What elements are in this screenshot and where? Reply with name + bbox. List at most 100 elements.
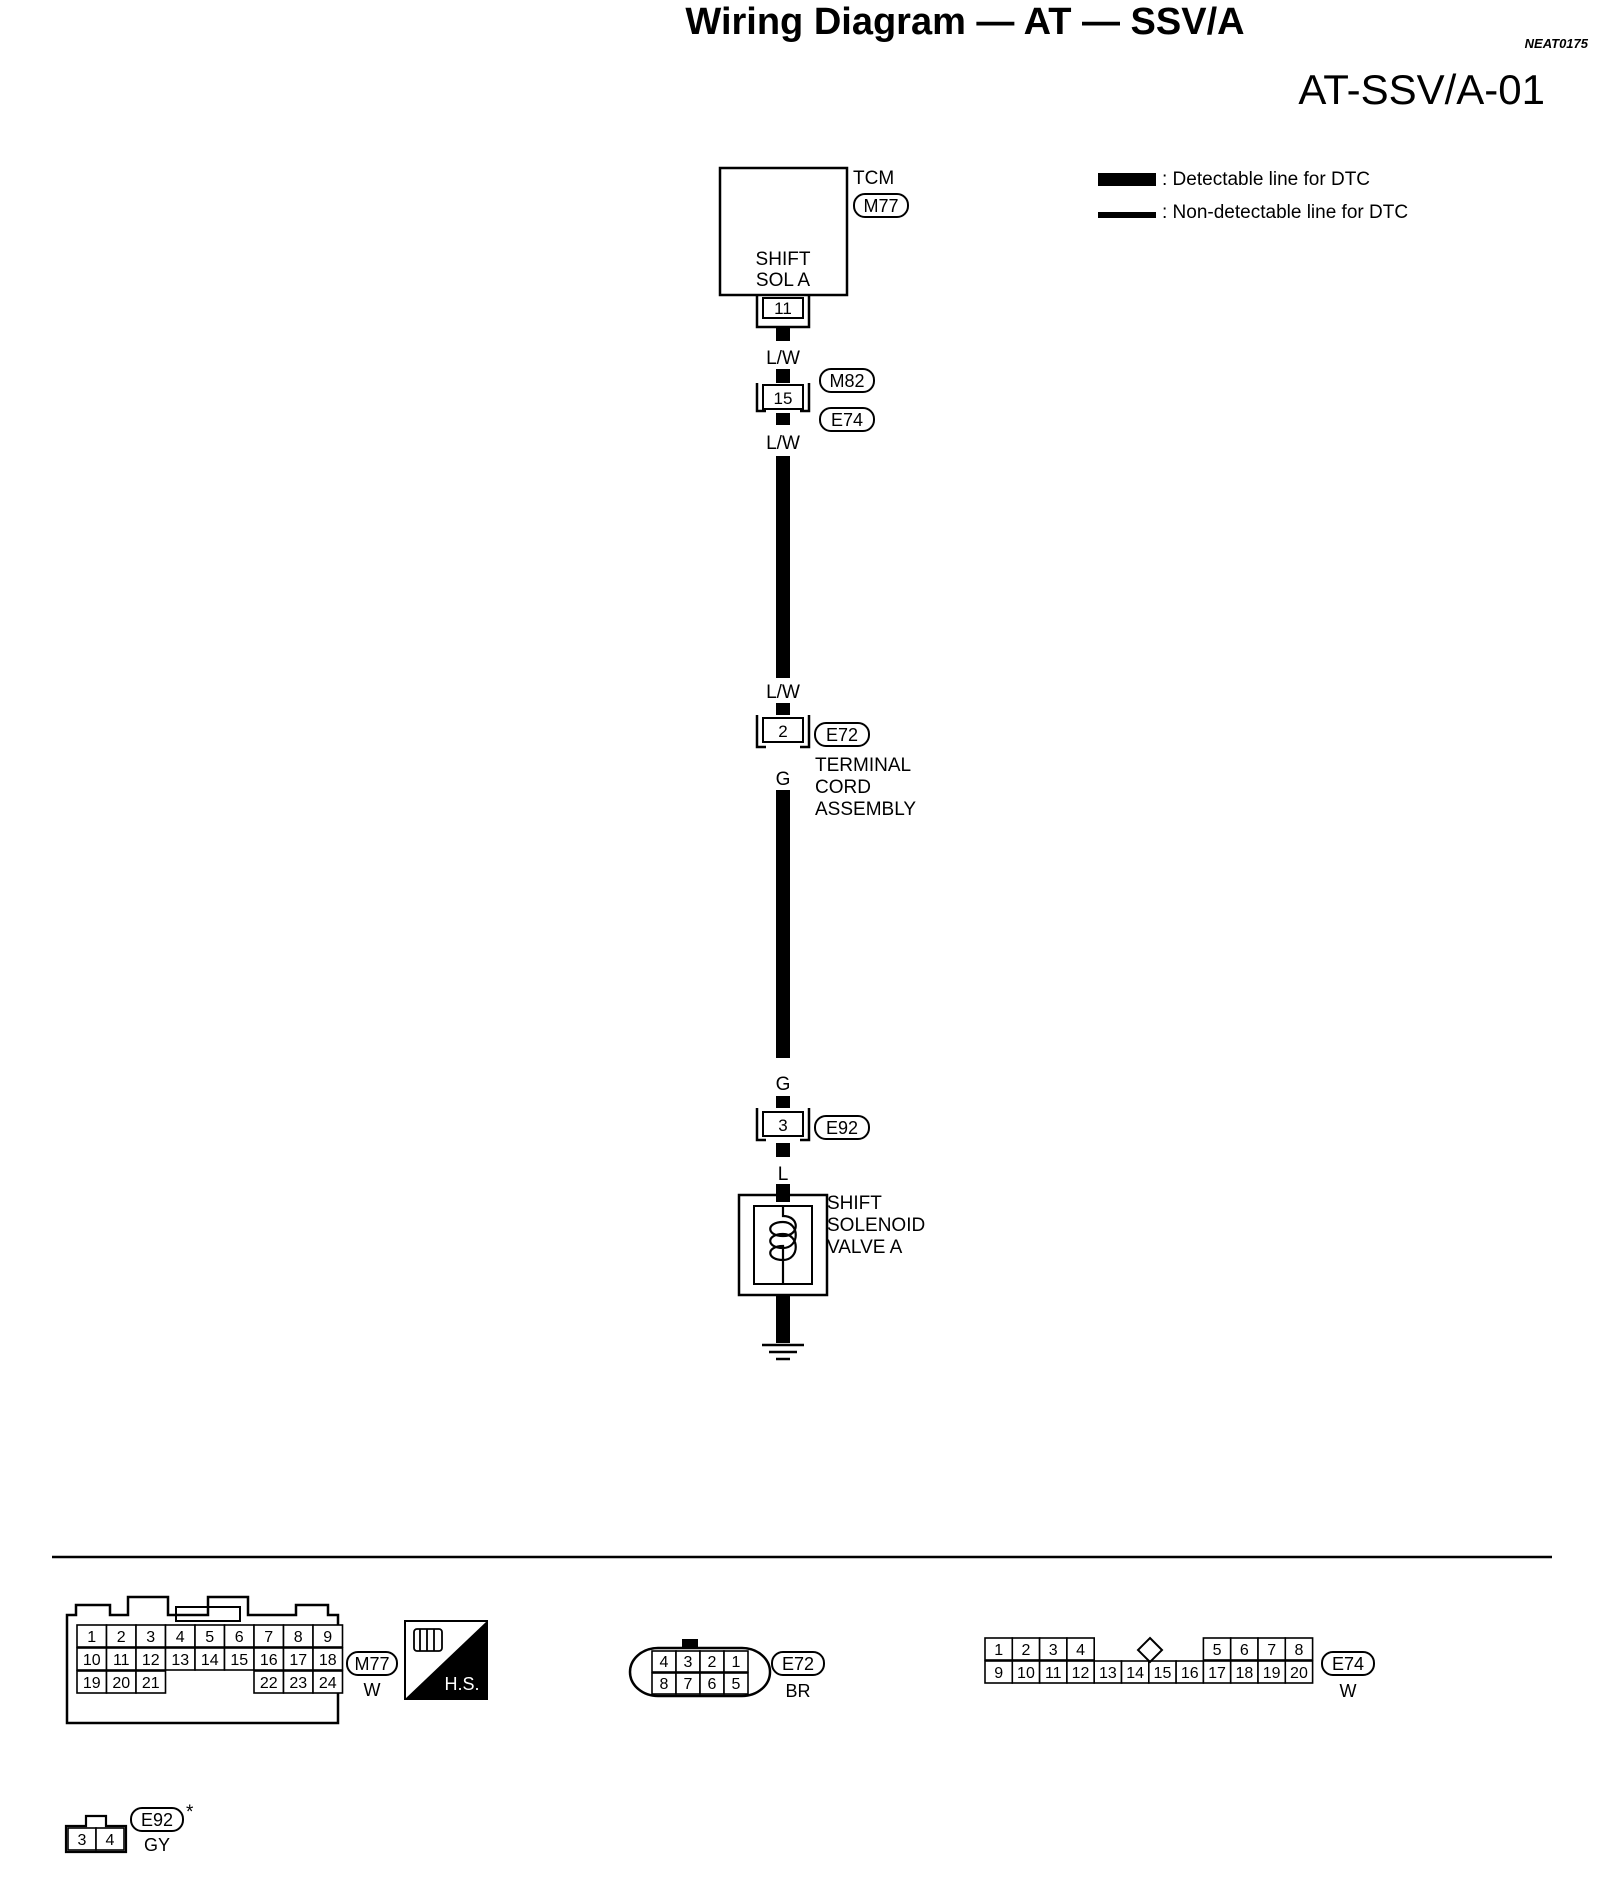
tcm-unit: TCM M77 SHIFT SOL A 11 <box>718 166 909 329</box>
m77-pin: 19 <box>76 1670 108 1694</box>
m77-pin: 22 <box>253 1670 285 1694</box>
m77-pin-label: 8 <box>294 1629 303 1646</box>
wire-solenoid-to-ground <box>776 1295 790 1343</box>
e74-pin: 20 <box>1284 1660 1314 1684</box>
m77-pin: 3 <box>135 1624 167 1648</box>
solenoid-line2: SOLENOID <box>827 1215 925 1236</box>
hs-label: H.S. <box>444 1674 479 1694</box>
wire-solenoid-in <box>776 1184 790 1202</box>
page-title: Wiring Diagram — AT — SSV/A <box>685 1 1244 43</box>
m77-pin-label: 12 <box>142 1652 160 1669</box>
e74-pin: 12 <box>1066 1660 1096 1684</box>
e74-pin: 19 <box>1257 1660 1287 1684</box>
e72-pin: 2 <box>699 1650 725 1673</box>
m77-pin-label: 11 <box>113 1652 130 1669</box>
e92-pin: 3 <box>67 1827 97 1851</box>
wire-m82-stub-bottom <box>776 413 790 425</box>
m77-pin: 6 <box>223 1624 255 1648</box>
terminal-cord-line3: ASSEMBLY <box>815 799 916 820</box>
e72-key <box>682 1639 698 1649</box>
e74-pin-label: 3 <box>1049 1642 1058 1659</box>
m77-pin-label: 24 <box>319 1675 337 1692</box>
e74-pin: 8 <box>1284 1637 1314 1661</box>
m77-pin: 2 <box>105 1624 137 1648</box>
e92-asterisk: * <box>186 1802 194 1823</box>
e74-pin-label: 4 <box>1076 1642 1085 1659</box>
doc-code: NEAT0175 <box>1525 36 1589 51</box>
m77-pin-label: 20 <box>112 1675 130 1692</box>
m77-pin: 7 <box>253 1624 285 1648</box>
e72-pin-number: 2 <box>778 722 787 741</box>
tcm-function-line2: SOL A <box>756 270 811 291</box>
m77-pin: 24 <box>312 1670 344 1694</box>
m77-pin: 13 <box>164 1647 196 1671</box>
e74-pin: 11 <box>1038 1660 1068 1684</box>
wire-tcm-to-m82 <box>776 327 790 341</box>
m77-pin-label: 6 <box>235 1629 244 1646</box>
m77-pin: 11 <box>105 1647 137 1671</box>
m77-pin-label: 22 <box>260 1675 278 1692</box>
legend-thin-swatch <box>1098 212 1156 218</box>
m77-id: M77 <box>354 1654 389 1674</box>
solenoid-coil-icon <box>769 1206 797 1284</box>
m77-pin: 5 <box>194 1624 226 1648</box>
m77-color: W <box>364 1680 381 1700</box>
e74-pin-label: 15 <box>1154 1665 1172 1682</box>
e92-view-id: E92 <box>141 1810 173 1830</box>
e74-pin-label: 2 <box>1021 1642 1030 1659</box>
e92-id-tag: E92 <box>130 1807 184 1832</box>
e72-pin-label: 5 <box>732 1676 741 1693</box>
m77-pin: 20 <box>105 1670 137 1694</box>
tcm-name: TCM <box>853 168 894 189</box>
m77-pin: 17 <box>282 1647 314 1671</box>
m77-pin: 12 <box>135 1647 167 1671</box>
e72-pin-label: 4 <box>660 1654 669 1671</box>
terminal-cord-connector: 2 E72 TERMINAL CORD ASSEMBLY <box>755 703 916 820</box>
e74-pin: 15 <box>1148 1660 1177 1684</box>
e72-pin-label: 6 <box>708 1676 717 1693</box>
wire-e92-to-solenoid <box>776 1143 790 1157</box>
e92-housing <box>64 1814 128 1854</box>
m77-center-gap <box>170 1691 243 1715</box>
e92-pin-label: 3 <box>78 1832 87 1849</box>
m77-pin-label: 2 <box>117 1629 126 1646</box>
tcm-connector-tag: M77 <box>853 193 909 218</box>
m82-pin-box <box>762 384 804 410</box>
e72-color: BR <box>785 1681 810 1701</box>
e74-pin-label: 17 <box>1208 1665 1226 1682</box>
e74-pin-label: 9 <box>994 1665 1003 1682</box>
e74-pin-label: 10 <box>1017 1665 1035 1682</box>
wire-label-lw-2: L/W <box>766 433 800 454</box>
m77-pin-label: 5 <box>205 1629 214 1646</box>
e92-pin-label: 4 <box>106 1832 115 1849</box>
wire-e74-to-e72 <box>776 456 790 678</box>
e72-pin-label: 7 <box>684 1676 693 1693</box>
e74-pin: 17 <box>1202 1660 1232 1684</box>
e74-pin-label: 12 <box>1072 1665 1090 1682</box>
e92-pin-number: 3 <box>778 1116 787 1135</box>
e74-pin-label: 18 <box>1235 1665 1253 1682</box>
e74-connector-id: E74 <box>831 410 863 430</box>
wire-label-lw-1: L/W <box>766 348 800 369</box>
m77-pin: 10 <box>76 1647 108 1671</box>
legend-detectable-label: : Detectable line for DTC <box>1162 169 1370 190</box>
m77-pin-label: 18 <box>319 1652 337 1669</box>
m77-pin: 18 <box>312 1647 344 1671</box>
legend: : Detectable line for DTC : Non-detectab… <box>1098 169 1408 223</box>
m77-pin-label: 13 <box>171 1652 189 1669</box>
e74-pin: 9 <box>984 1660 1014 1684</box>
m82-connector-id: M82 <box>829 371 864 391</box>
wire-stub-m82-top <box>776 369 790 383</box>
e72-pin: 5 <box>723 1672 749 1695</box>
terminal-cord-line1: TERMINAL <box>815 755 911 776</box>
e72-pin-label: 1 <box>732 1654 741 1671</box>
e74-pin-label: 11 <box>1045 1665 1062 1682</box>
wire-label-lw-3: L/W <box>766 682 800 703</box>
m77-pin: 23 <box>282 1670 314 1694</box>
solenoid-line1: SHIFT <box>827 1193 882 1214</box>
e72-pin-label: 3 <box>684 1654 693 1671</box>
